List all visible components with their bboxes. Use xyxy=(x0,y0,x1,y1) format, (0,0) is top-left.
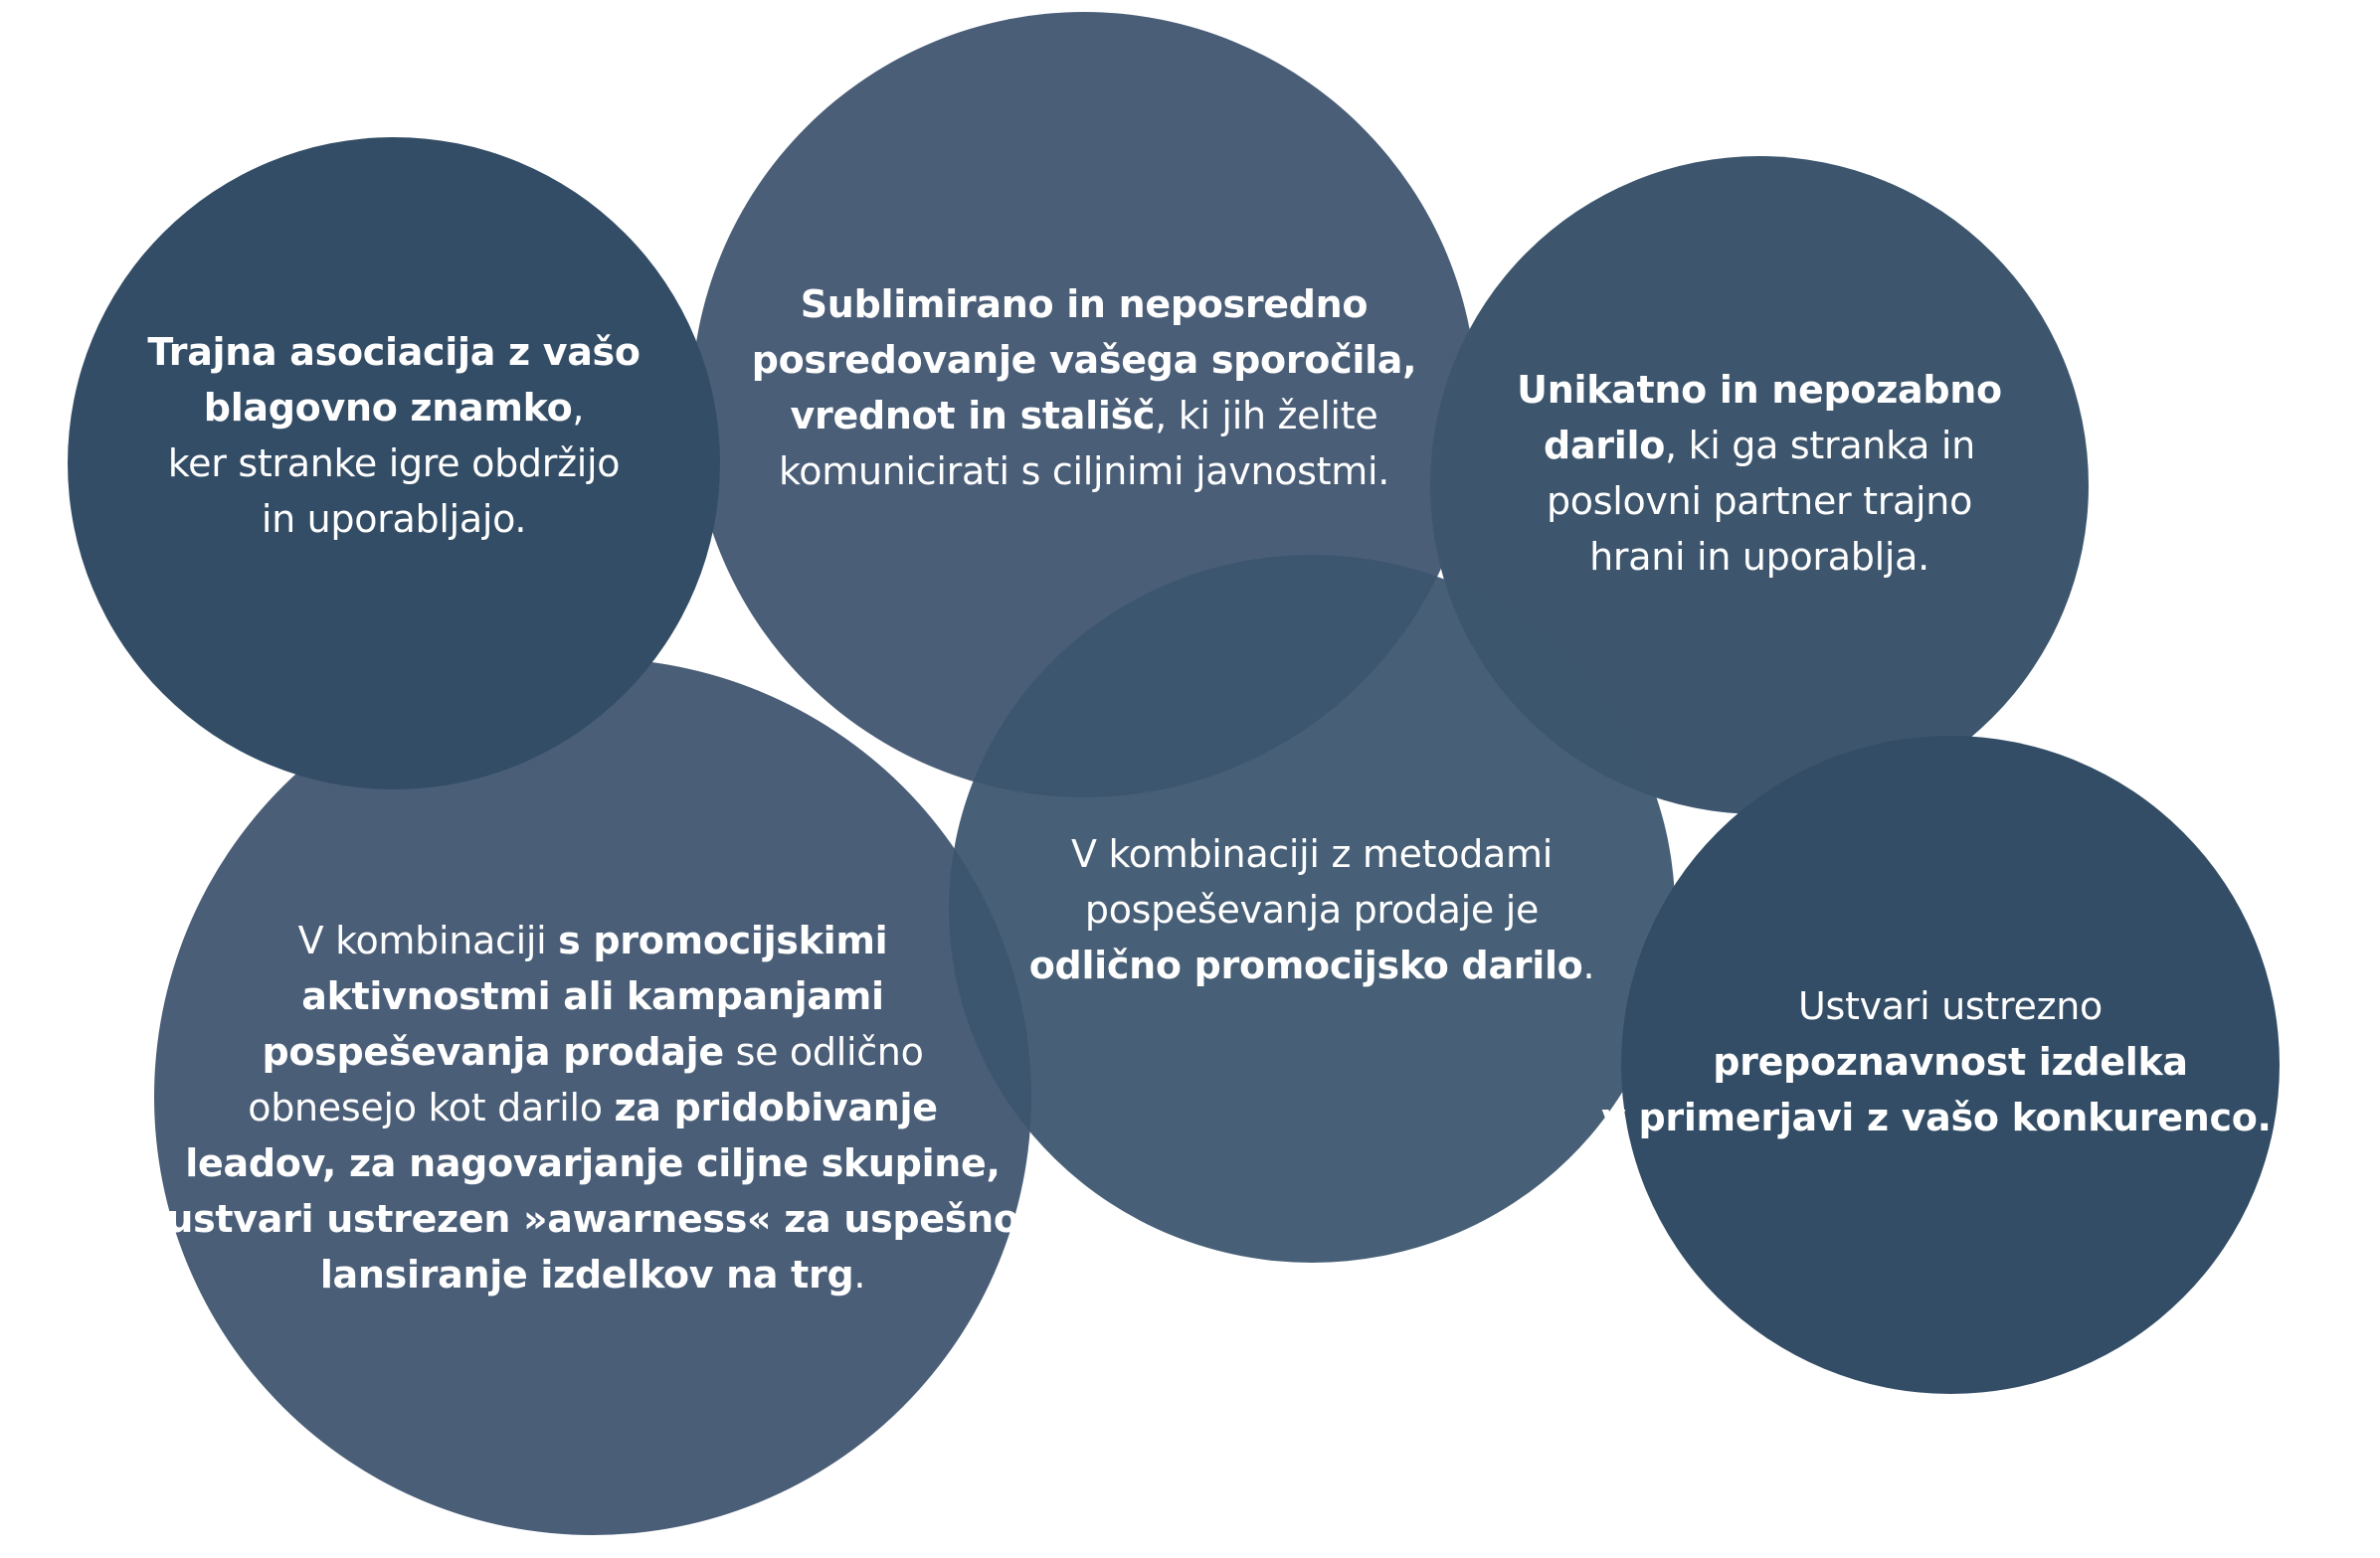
bold-text: s promocijskimi xyxy=(558,919,888,962)
bubble-promocijske-aktivnosti xyxy=(154,658,1031,1535)
bold-text: leadov, za nagovarjanje ciljne skupine, xyxy=(185,1141,1001,1185)
bubble-text-line: pospeševanja prodaje se odlično xyxy=(166,1024,1018,1080)
bubble-text-promocijsko-darilo: V kombinaciji z metodami pospeševanja pro… xyxy=(1029,826,1595,993)
text: V kombinaciji xyxy=(297,919,559,962)
bubble-text-line: Unikatno in nepozabno xyxy=(1517,362,2002,418)
bold-text: Trajna asociacija z vašo xyxy=(147,330,641,374)
bubble-text-line: pospeševanja prodaje je xyxy=(1029,882,1595,938)
bubble-text-trajna-asociacija: Trajna asociacija z vašo blagovno znamko,… xyxy=(147,324,641,547)
bubble-text-line: komunicirati s ciljnimi javnostmi. xyxy=(752,443,1417,499)
bubble-text-unikatno-darilo: Unikatno in nepozabno darilo, ki ga stran… xyxy=(1517,362,2002,585)
bubble-text-promocijske-aktivnosti: V kombinaciji s promocijskimi aktivnostmi… xyxy=(166,913,1019,1302)
bubble-text-line: aktivnostmi ali kampanjami xyxy=(166,968,1018,1024)
text: . xyxy=(1582,944,1595,987)
bubble-text-line: blagovno znamko, xyxy=(147,380,640,435)
text: poslovni partner trajno xyxy=(1546,479,1973,523)
bold-text: Unikatno in nepozabno xyxy=(1517,368,2002,412)
bubble-promocijsko-darilo xyxy=(949,555,1675,1263)
bubble-text-line: V kombinaciji s promocijskimi xyxy=(166,913,1018,968)
text: Ustvari ustrezno xyxy=(1798,984,2103,1028)
bubble-text-line: Trajna asociacija z vašo xyxy=(147,324,641,380)
text: in uporabljajo. xyxy=(261,497,527,541)
bubble-text-sublimirano: Sublimirano in neposredno posredovanje va… xyxy=(752,276,1417,499)
bubble-text-line: obnesejo kot darilo za pridobivanje xyxy=(166,1080,1018,1135)
bubble-text-line: Sublimirano in neposredno xyxy=(752,276,1417,332)
bubble-text-line: poslovni partner trajno xyxy=(1517,473,2002,529)
bubble-text-line: posredovanje vašega sporočila, xyxy=(752,332,1417,388)
bold-text: Sublimirano in neposredno xyxy=(800,282,1369,326)
bubble-text-line: odlično promocijsko darilo. xyxy=(1029,938,1595,993)
bubble-text-prepoznavnost: Ustvari ustrezno prepoznavnost izdelka v p… xyxy=(1601,978,2299,1145)
text: obnesejo kot darilo xyxy=(248,1086,615,1129)
bold-text: za pridobivanje xyxy=(614,1086,938,1129)
bubble-text-line: darilo, ki ga stranka in xyxy=(1517,418,2002,473)
bubble-prepoznavnost xyxy=(1621,736,2280,1394)
text: se odlično xyxy=(723,1030,924,1074)
bold-text: v primerjavi z vašo konkurenco... xyxy=(1601,1096,2299,1139)
text: , ki jih želite xyxy=(1155,394,1378,437)
text: , ki ga stranka in xyxy=(1665,424,1975,467)
bold-text: blagovno znamko xyxy=(203,386,573,430)
bold-text: prepoznavnost izdelka xyxy=(1713,1040,2188,1084)
bubble-text-line: in uporabljajo. xyxy=(147,491,640,547)
bubble-trajna-asociacija xyxy=(68,137,720,789)
text: , xyxy=(572,386,585,430)
text: komunicirati s ciljnimi javnostmi. xyxy=(778,449,1390,493)
bubble-text-line: lansiranje izdelkov na trg. xyxy=(166,1247,1018,1302)
bubble-text-line: V kombinaciji z metodami xyxy=(1029,826,1595,882)
bubble-text-line: Ustvari ustrezno xyxy=(1601,978,2299,1034)
bold-text: lansiranje izdelkov na trg xyxy=(319,1253,854,1297)
bubble-text-line: v primerjavi z vašo konkurenco... xyxy=(1601,1090,2299,1145)
bold-text: aktivnostmi ali kampanjami xyxy=(301,974,884,1018)
bold-text: darilo xyxy=(1544,424,1666,467)
bubble-text-line: vrednot in stališč, ki jih želite xyxy=(752,388,1417,443)
text: pospeševanja prodaje je xyxy=(1084,888,1540,932)
bubble-text-line: ustvari ustrezen »awarness« za uspešno xyxy=(166,1191,1019,1247)
bubble-text-line: leadov, za nagovarjanje ciljne skupine, xyxy=(166,1135,1018,1191)
bubble-text-line: hrani in uporablja. xyxy=(1517,529,2002,585)
bubble-text-line: prepoznavnost izdelka xyxy=(1601,1034,2299,1090)
bold-text: ustvari ustrezen »awarness« za uspešno xyxy=(166,1197,1019,1241)
bold-text: odlično promocijsko darilo xyxy=(1028,944,1583,987)
text: V kombinaciji z metodami xyxy=(1070,832,1554,876)
text: ker stranke igre obdržijo xyxy=(167,441,621,485)
text: . xyxy=(853,1253,866,1297)
text: hrani in uporablja. xyxy=(1589,535,1929,579)
bubble-text-line: ker stranke igre obdržijo xyxy=(147,435,640,491)
bold-text: pospeševanja prodaje xyxy=(262,1030,724,1074)
bold-text: vrednot in stališč xyxy=(790,394,1156,437)
bold-text: posredovanje vašega sporočila, xyxy=(751,338,1417,382)
